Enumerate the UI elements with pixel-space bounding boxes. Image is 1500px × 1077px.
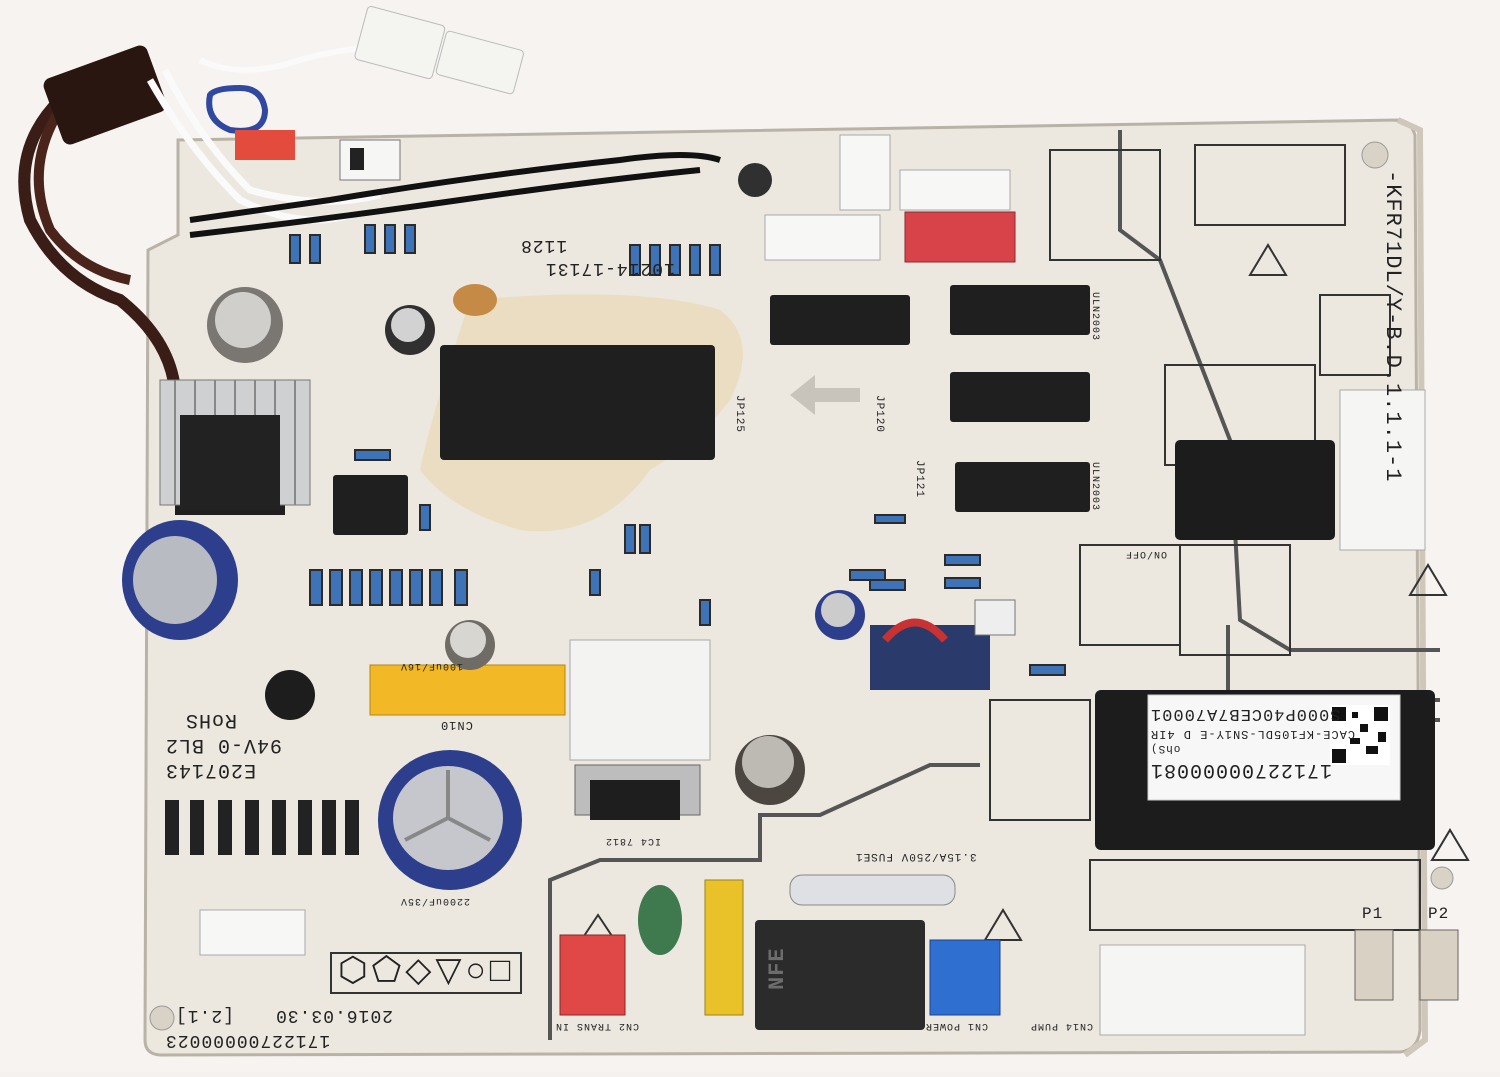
wire-harness [18,5,721,391]
qr-code [1330,705,1390,765]
rohs-mark: RoHS [185,708,238,731]
ic9-label: ULN2003 [1089,462,1100,512]
serial-number: 17122700000023 [165,1030,331,1050]
capacitors [122,163,865,890]
heatsink [159,379,311,510]
terminal-p1 [1354,929,1394,1001]
yellow-capacitor [704,879,744,1016]
label-line-3: ohS) [1150,742,1181,754]
regulator-ic4 [590,780,680,820]
red-connector [904,211,1016,263]
revision-mark: 1128 [520,235,568,255]
dip-switch [339,139,401,181]
label-line-1: S000P40CEB7A70001 [1150,704,1341,723]
cap-e13-label: 100uF/16V [400,660,464,671]
flammability-rating: 94V-0 BL2 [165,733,283,756]
p2-label: P2 [1428,905,1450,923]
diodes [165,800,359,855]
transistor-pad [974,599,1016,636]
model-code: -KFR71DL/Y-B.D.1.1.1-1 [1380,170,1405,483]
ic7-label: ULN2003 [1089,292,1100,342]
arrow-mark [790,375,860,415]
jp120-label: JP120 [873,395,885,434]
nfe-label: NFE [765,947,790,990]
jp125-label: JP125 [733,395,745,434]
cap-e10-label: 2200uF/35V [400,895,471,906]
relay-footprints [989,144,1421,931]
fuse [789,874,956,906]
cn-pump-label: CN14 PUMP [1030,1020,1094,1031]
jp121-label: JP121 [913,460,925,499]
mounting-hole [149,1005,175,1031]
terminal-p2 [1419,929,1459,1001]
nfe-filter [755,920,925,1030]
cn10-label: CN10 [440,718,473,732]
varistor [638,885,682,955]
date-code: 2016.03.30 [275,1005,394,1025]
mounting-hole [1361,141,1389,169]
version-code: [2.1] [175,1005,235,1025]
p1-label: P1 [1362,905,1384,923]
red-connector-trans [559,934,626,1016]
cn-power-label: CN1 POWER [925,1020,989,1031]
ul-code: E207143 [165,758,257,781]
onoff-label: ON/OFF [1125,548,1168,559]
cn-trans-label: CN2 TRANS IN [555,1020,640,1031]
mounting-hole [1430,866,1454,890]
label-line-4: 17122700000081 [1150,758,1333,781]
resistors [289,224,1066,676]
label-line-2: CACE-KF105DL-SN1Y-E D 4IR [1150,727,1356,741]
part-number: 10214-17131 [545,258,675,278]
fuse-label: 3.15A/250V FUSE1 [855,850,977,862]
recycling-symbols: ⬡⬠◇▽○□ [330,952,523,994]
board-edge [1396,117,1429,1058]
ic4-label: IC4 7812 [605,835,662,846]
dip-switch-lever [350,148,364,170]
blue-connector-power [929,939,1001,1016]
white-connectors-top [199,134,1426,1036]
red-jumper-wire [881,618,949,643]
cn10-connector [369,664,566,716]
